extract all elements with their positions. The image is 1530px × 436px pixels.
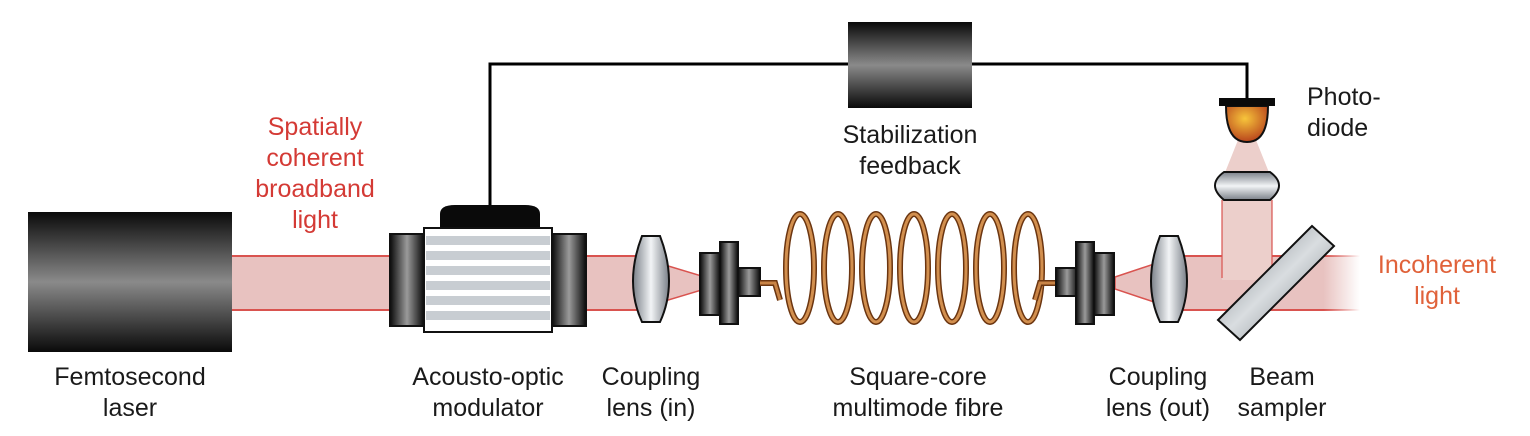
photodiode bbox=[1219, 98, 1275, 144]
beam-sampler bbox=[1216, 224, 1336, 342]
stabilization-feedback-box bbox=[848, 22, 972, 108]
fibre-coupler-out bbox=[1055, 241, 1115, 325]
coupling-lens-out bbox=[1150, 235, 1188, 323]
photodiode-lens bbox=[1214, 171, 1280, 201]
multimode-fibre-coil bbox=[760, 211, 1058, 325]
sampled-beam bbox=[1221, 140, 1273, 280]
femtosecond-laser bbox=[28, 212, 232, 352]
acousto-optic-modulator bbox=[389, 205, 587, 333]
coupling-lens-in bbox=[632, 235, 670, 323]
laser-beam bbox=[232, 255, 706, 311]
label-photodiode: Photo-diode bbox=[1307, 83, 1381, 142]
fibre-coupler-in bbox=[699, 241, 761, 325]
